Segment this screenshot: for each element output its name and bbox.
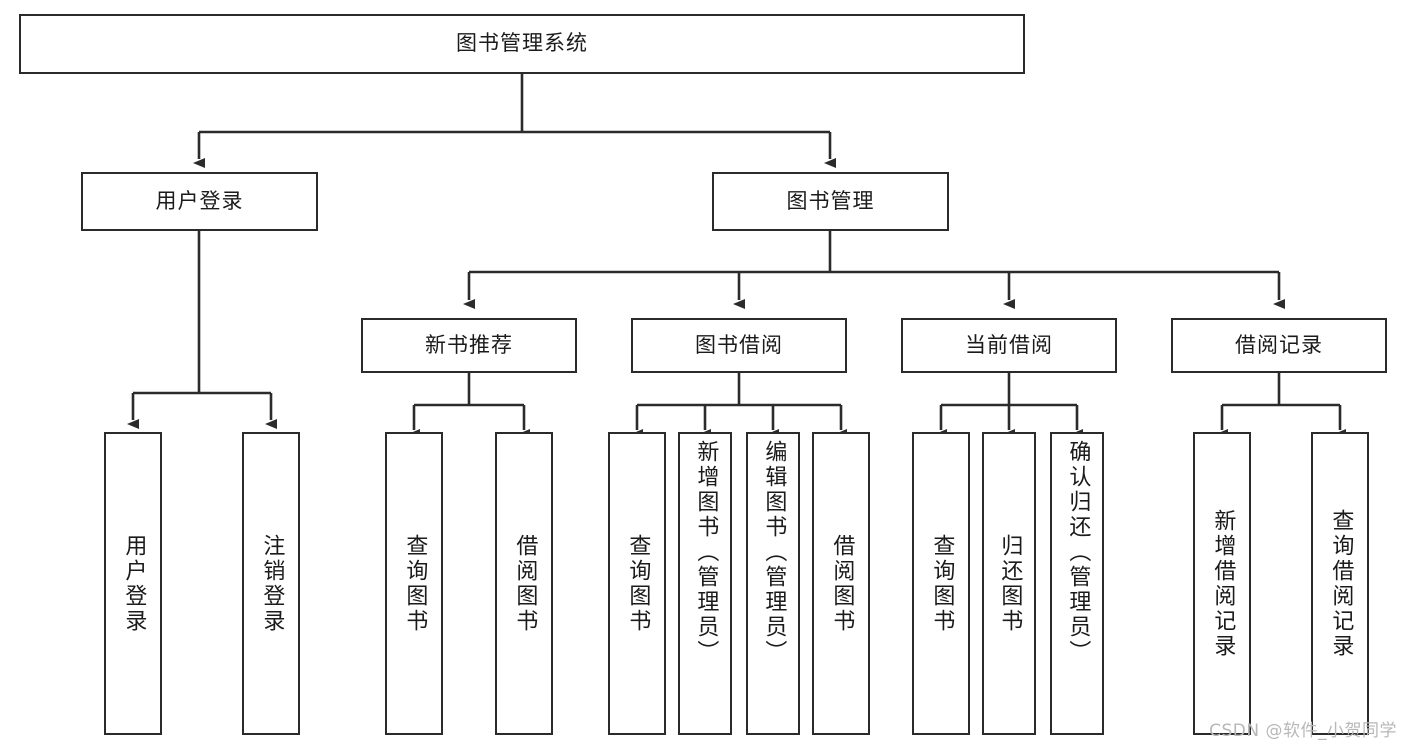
leaf-label: 注销登录 xyxy=(259,533,285,634)
node-borrow-record-label: 借阅记录 xyxy=(1235,332,1323,357)
node-book-management[interactable]: 图书管理 xyxy=(712,172,949,231)
node-borrow-record[interactable]: 借阅记录 xyxy=(1171,318,1387,373)
leaf-current-query-book[interactable]: 查询图书 xyxy=(912,432,970,735)
node-new-book-recommend[interactable]: 新书推荐 xyxy=(361,318,577,373)
leaf-record-query-record[interactable]: 查询借阅记录 xyxy=(1311,432,1369,735)
node-book-management-label: 图书管理 xyxy=(786,188,875,213)
node-book-borrow-label: 图书借阅 xyxy=(695,332,783,357)
node-root-label: 图书管理系统 xyxy=(456,31,588,56)
leaf-label: 归还图书 xyxy=(997,533,1023,634)
node-current-borrow-label: 当前借阅 xyxy=(965,332,1053,357)
leaf-record-add-record[interactable]: 新增借阅记录 xyxy=(1193,432,1251,735)
leaf-borrow-borrow-book[interactable]: 借阅图书 xyxy=(812,432,870,735)
leaf-label: 编辑图书（管理员） xyxy=(761,440,787,665)
leaf-label: 确认归还（管理员） xyxy=(1065,440,1091,665)
node-user-login[interactable]: 用户登录 xyxy=(81,172,318,231)
node-new-book-recommend-label: 新书推荐 xyxy=(425,332,513,357)
leaf-borrow-add-book-admin[interactable]: 新增图书（管理员） xyxy=(678,432,732,735)
leaf-recommend-query-book[interactable]: 查询图书 xyxy=(385,432,443,735)
leaf-current-return-book[interactable]: 归还图书 xyxy=(982,432,1036,735)
leaf-label: 新增图书（管理员） xyxy=(693,440,719,665)
leaf-user-login-logout[interactable]: 注销登录 xyxy=(242,432,300,735)
csdn-watermark: CSDN @软件_小贺同学 xyxy=(1209,721,1397,741)
leaf-label: 查询图书 xyxy=(929,533,955,634)
leaf-label: 用户登录 xyxy=(121,533,147,634)
node-current-borrow[interactable]: 当前借阅 xyxy=(901,318,1117,373)
leaf-current-confirm-return-admin[interactable]: 确认归还（管理员） xyxy=(1050,432,1104,735)
leaf-borrow-query-book[interactable]: 查询图书 xyxy=(608,432,666,735)
leaf-user-login-login[interactable]: 用户登录 xyxy=(104,432,162,735)
node-user-login-label: 用户登录 xyxy=(155,188,244,213)
leaf-label: 查询图书 xyxy=(625,533,651,634)
leaf-label: 查询图书 xyxy=(402,533,428,634)
node-book-borrow[interactable]: 图书借阅 xyxy=(631,318,847,373)
leaf-borrow-edit-book-admin[interactable]: 编辑图书（管理员） xyxy=(746,432,800,735)
leaf-label: 新增借阅记录 xyxy=(1210,508,1236,659)
leaf-label: 借阅图书 xyxy=(829,533,855,634)
leaf-recommend-borrow-book[interactable]: 借阅图书 xyxy=(495,432,553,735)
node-root[interactable]: 图书管理系统 xyxy=(19,14,1025,74)
leaf-label: 查询借阅记录 xyxy=(1328,508,1354,659)
leaf-label: 借阅图书 xyxy=(512,533,538,634)
